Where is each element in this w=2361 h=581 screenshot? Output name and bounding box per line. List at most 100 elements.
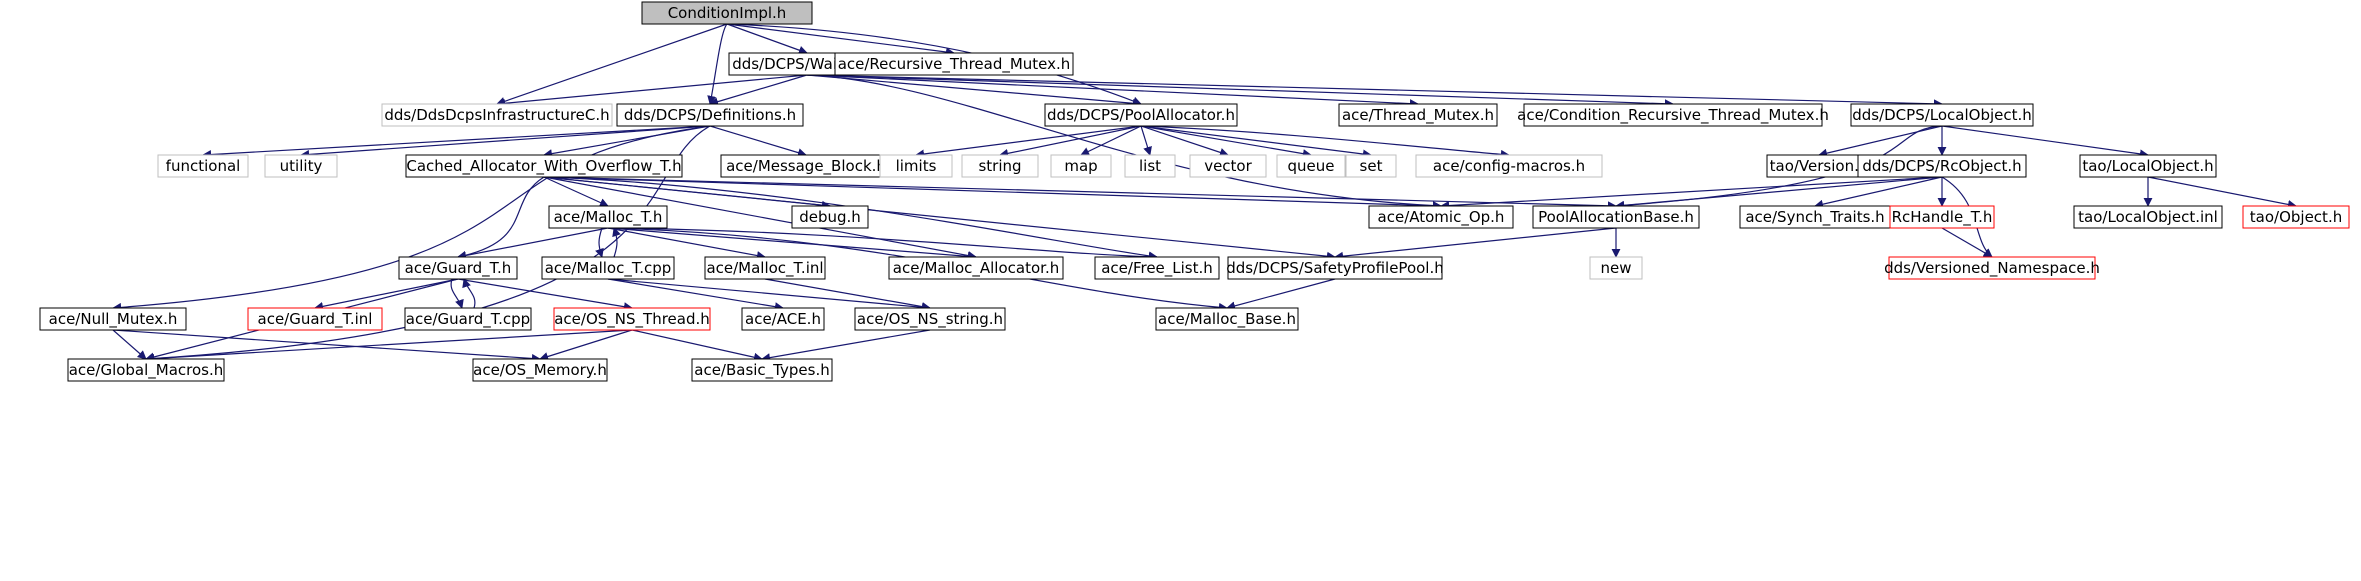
node-box xyxy=(264,154,338,178)
edge-dds-dcps-definitions-h-to-utility xyxy=(300,125,711,159)
node-tao-object-h[interactable]: tao/Object.h xyxy=(2242,205,2350,229)
node-label: ace/Free_List.h xyxy=(1101,259,1213,278)
node-dds-dcps-safetyprofilepool-h[interactable]: dds/DCPS/SafetyProfilePool.h xyxy=(1226,256,1444,280)
node-box xyxy=(381,103,613,127)
node-debug-h[interactable]: debug.h xyxy=(791,205,869,229)
node-ace-os-ns-thread-h[interactable]: ace/OS_NS_Thread.h xyxy=(553,307,711,331)
node-conditionimpl-h[interactable]: ConditionImpl.h xyxy=(641,1,813,25)
edge-ace-os-ns-thread-h-to-ace-basic-types-h xyxy=(631,329,763,362)
node-dds-dcps-definitions-h[interactable]: dds/DCPS/Definitions.h xyxy=(616,103,804,127)
node-box xyxy=(1189,154,1267,178)
node-tao-version-h[interactable]: tao/Version.h xyxy=(1766,154,1872,178)
edge-dds-dcps-rcobject-h-to-poolallocationbase-h xyxy=(1615,176,1943,210)
node-ace-malloc-t-inl[interactable]: ace/Malloc_T.inl xyxy=(704,256,826,280)
node-ace-os-ns-string-h[interactable]: ace/OS_NS_string.h xyxy=(854,307,1006,331)
node-label: ace/config-macros.h xyxy=(1433,157,1585,175)
node-ace-malloc-base-h[interactable]: ace/Malloc_Base.h xyxy=(1155,307,1299,331)
node-tao-localobject-inl[interactable]: tao/LocalObject.inl xyxy=(2073,205,2223,229)
node-box xyxy=(2079,154,2217,178)
node-label: tao/LocalObject.inl xyxy=(2078,208,2218,226)
node-box xyxy=(157,154,249,178)
edge-cached-allocator-with-overflow-t-h-to-ace-malloc-allocator-h xyxy=(543,176,977,260)
node-label: ace/Guard_T.cpp xyxy=(406,310,530,329)
edge-poolallocationbase-h-to-dds-dcps-safetyprofilepool-h xyxy=(1334,227,1617,261)
node-label: ace/Malloc_T.cpp xyxy=(545,259,672,278)
node-utility: utility xyxy=(264,154,338,178)
node-dds-dcps-localobject-h[interactable]: dds/DCPS/LocalObject.h xyxy=(1850,103,2034,127)
node-box xyxy=(2242,205,2350,229)
node-dds-dcps-rcobject-h[interactable]: dds/DCPS/RcObject.h xyxy=(1857,154,2027,178)
edge-dds-dcps-poolallocator-h-to-limits xyxy=(915,125,1142,159)
node-box xyxy=(398,256,518,280)
edge-conditionimpl-h-to-dds-dcps-waitset-h xyxy=(726,23,808,55)
node-label: PoolAllocationBase.h xyxy=(1538,208,1694,226)
node-label: tao/Version.h xyxy=(1770,157,1869,175)
node-label: list xyxy=(1139,157,1161,175)
edge-ace-guard-t-h-to-ace-os-ns-thread-h xyxy=(457,278,633,312)
node-box xyxy=(1415,154,1603,178)
node-label: ace/Guard_T.h xyxy=(405,259,512,278)
node-dds-versioned-namespace-h[interactable]: dds/Versioned_Namespace.h xyxy=(1884,256,2100,280)
node-string: string xyxy=(961,154,1039,178)
edge-dds-dcps-localobject-h-to-tao-version-h xyxy=(1818,125,1943,158)
node-ace-malloc-t-h[interactable]: ace/Malloc_T.h xyxy=(548,205,668,229)
node-label: tao/Object.h xyxy=(2250,208,2342,226)
node-ace-global-macros-h[interactable]: ace/Global_Macros.h xyxy=(67,358,225,382)
node-label: queue xyxy=(1288,157,1335,175)
node-ace-message-block-h[interactable]: ace/Message_Block.h xyxy=(720,154,892,178)
node-ace-os-memory-h[interactable]: ace/OS_Memory.h xyxy=(472,358,608,382)
edge-dds-dcps-poolallocator-h-to-map xyxy=(1080,125,1142,156)
node-ace-guard-t-h[interactable]: ace/Guard_T.h xyxy=(398,256,518,280)
node-ace-thread-mutex-h[interactable]: ace/Thread_Mutex.h xyxy=(1338,103,1498,127)
node-label: ace/Atomic_Op.h xyxy=(1378,208,1505,227)
node-ace-ace-h[interactable]: ace/ACE.h xyxy=(741,307,825,331)
node-ace-malloc-allocator-h[interactable]: ace/Malloc_Allocator.h xyxy=(888,256,1064,280)
node-ace-atomic-op-h[interactable]: ace/Atomic_Op.h xyxy=(1368,205,1514,229)
edge-tao-localobject-h-to-tao-object-h xyxy=(2147,176,2297,209)
edge-cached-allocator-with-overflow-t-h-to-ace-malloc-t-h xyxy=(543,176,609,207)
node-tao-localobject-h[interactable]: tao/LocalObject.h xyxy=(2079,154,2217,178)
node-ace-free-list-h[interactable]: ace/Free_List.h xyxy=(1094,256,1220,280)
edge-dds-dcps-waitset-h-to-dds-dcps-localobject-h xyxy=(806,74,1943,109)
node-box xyxy=(1094,256,1220,280)
node-ace-basic-types-h[interactable]: ace/Basic_Types.h xyxy=(691,358,833,382)
edge-dds-dcps-definitions-h-to-ace-null-mutex-h xyxy=(112,125,711,312)
node-label: dds/DCPS/SafetyProfilePool.h xyxy=(1226,259,1444,277)
node-label: ace/Null_Mutex.h xyxy=(49,310,178,329)
node-poolallocationbase-h[interactable]: PoolAllocationBase.h xyxy=(1532,205,1700,229)
node-dds-dcps-poolallocator-h[interactable]: dds/DCPS/PoolAllocator.h xyxy=(1044,103,1238,127)
node-label: dds/DCPS/Definitions.h xyxy=(624,106,796,124)
node-label: ace/Guard_T.inl xyxy=(258,310,373,329)
edge-ace-guard-t-h-to-ace-guard-t-inl xyxy=(314,278,459,311)
edge-cached-allocator-with-overflow-t-h-to-ace-free-list-h xyxy=(543,176,1158,261)
node-new: new xyxy=(1589,256,1643,280)
edge-dds-dcps-safetyprofilepool-h-to-ace-malloc-base-h xyxy=(1226,278,1336,311)
node-ace-guard-t-inl[interactable]: ace/Guard_T.inl xyxy=(247,307,383,331)
edge-dds-dcps-definitions-h-to-ace-message-block-h xyxy=(709,125,807,157)
node-rchandle-t-h[interactable]: RcHandle_T.h xyxy=(1889,205,1995,229)
node-label: ace/OS_NS_string.h xyxy=(857,310,1003,329)
edge-dds-dcps-rcobject-h-to-ace-atomic-op-h xyxy=(1440,176,1943,211)
node-box xyxy=(39,307,187,331)
node-box xyxy=(854,307,1006,331)
node-box xyxy=(741,307,825,331)
edge-conditionimpl-h-to-ace-recursive-thread-mutex-h xyxy=(726,23,955,57)
node-label: ConditionImpl.h xyxy=(668,4,787,22)
node-ace-guard-t-cpp[interactable]: ace/Guard_T.cpp xyxy=(404,307,532,331)
node-label: ace/Malloc_T.h xyxy=(554,208,663,227)
node-label: ace/Malloc_Allocator.h xyxy=(893,259,1059,278)
node-ace-malloc-t-cpp[interactable]: ace/Malloc_T.cpp xyxy=(541,256,675,280)
node-cached-allocator-with-overflow-t-h[interactable]: Cached_Allocator_With_Overflow_T.h xyxy=(405,154,683,178)
node-ace-recursive-thread-mutex-h[interactable]: ace/Recursive_Thread_Mutex.h xyxy=(834,52,1074,76)
node-ace-null-mutex-h[interactable]: ace/Null_Mutex.h xyxy=(39,307,187,331)
edge-ace-malloc-t-h-to-ace-malloc-t-cpp xyxy=(595,227,604,258)
node-ace-synch-traits-h[interactable]: ace/Synch_Traits.h xyxy=(1739,205,1891,229)
node-label: ace/Recursive_Thread_Mutex.h xyxy=(838,55,1071,74)
node-functional: functional xyxy=(157,154,249,178)
node-dds-ddsdcpsinfrastructurec-h: dds/DdsDcpsInfrastructureC.h xyxy=(381,103,613,127)
node-label: ace/OS_NS_Thread.h xyxy=(554,310,710,329)
node-ace-condition-recursive-thread-mutex-h[interactable]: ace/Condition_Recursive_Thread_Mutex.h xyxy=(1517,103,1829,127)
edge-ace-guard-t-cpp-to-ace-guard-t-h xyxy=(462,278,476,309)
edge-ace-os-ns-thread-h-to-ace-global-macros-h xyxy=(145,329,633,364)
